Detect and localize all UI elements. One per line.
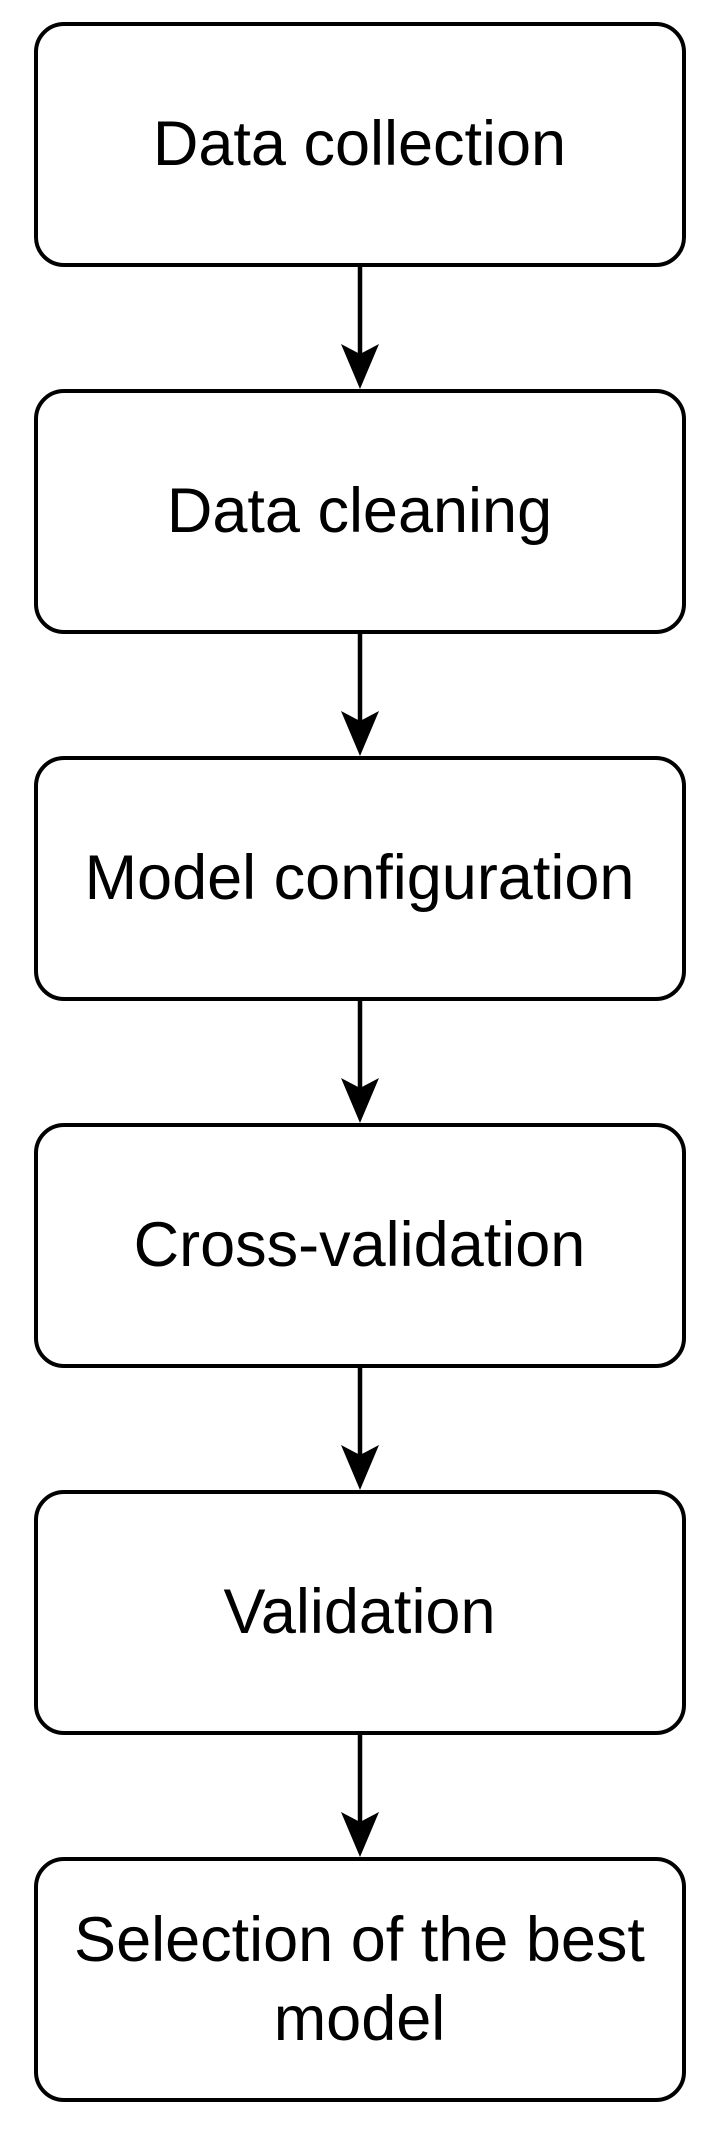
arrowhead-icon — [340, 344, 379, 389]
arrowhead-icon — [340, 1078, 379, 1123]
flow-node-data-cleaning: Data cleaning — [33, 389, 686, 634]
flow-node-validation: Validation — [33, 1490, 686, 1735]
flow-node-model-configuration: Model configuration — [33, 756, 686, 1001]
flow-node-label: Selection of the best model — [74, 1904, 645, 2054]
flow-node-label: Data cleaning — [166, 476, 553, 547]
arrowhead-icon — [340, 1812, 379, 1857]
flow-node-label: Validation — [223, 1577, 496, 1648]
flow-node-label: Cross-validation — [133, 1210, 586, 1281]
flow-node-data-collection: Data collection — [33, 22, 686, 267]
flow-node-label: Data collection — [152, 109, 567, 180]
flow-node-selection-of-the-best-model: Selection of the best model — [33, 1857, 686, 2102]
arrow-down-connector — [340, 1735, 379, 1857]
arrow-down-connector — [340, 267, 379, 389]
flow-node-cross-validation: Cross-validation — [33, 1123, 686, 1368]
arrowhead-icon — [340, 711, 379, 756]
arrow-down-connector — [340, 634, 379, 756]
arrowhead-icon — [340, 1445, 379, 1490]
arrow-down-connector — [340, 1368, 379, 1490]
arrow-down-connector — [340, 1001, 379, 1123]
flow-node-label: Model configuration — [84, 843, 635, 914]
